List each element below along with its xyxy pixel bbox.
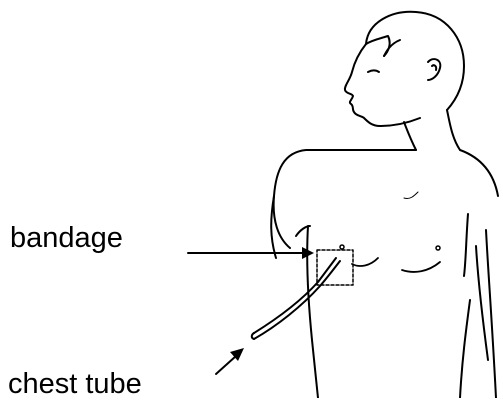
neck-outline (404, 110, 460, 150)
bandage-arrow (188, 247, 314, 259)
bandage-label: bandage (10, 224, 123, 253)
torso-outline (271, 150, 498, 398)
chest-tube-label: chest tube (8, 370, 142, 399)
chest-tube (252, 258, 340, 339)
head-outline (345, 12, 464, 126)
right-nipple (436, 246, 440, 250)
left-nipple (340, 245, 344, 249)
chest-details (340, 192, 440, 272)
chest-tube-arrow (216, 348, 244, 374)
